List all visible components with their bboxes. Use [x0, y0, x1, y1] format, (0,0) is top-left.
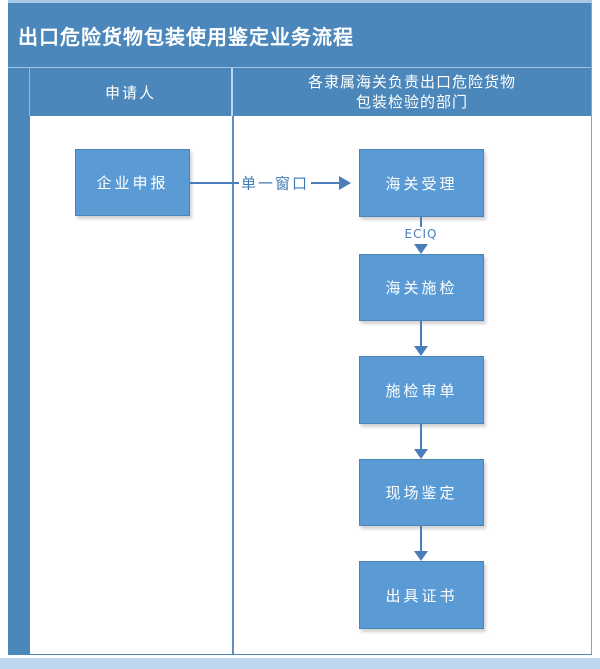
node-enterprise-declaration-label: 企业申报	[96, 174, 169, 192]
title-bar: 出口危险货物包装使用鉴定业务流程	[8, 3, 591, 68]
customs-header-line1: 各隶属海关负责出口危险货物	[307, 73, 516, 91]
down-arrowhead-icon	[414, 346, 428, 356]
node-issue-certificate-label: 出具证书	[385, 586, 458, 605]
swimlane-header-row: 申请人 各隶属海关负责出口危险货物 包装检验的部门	[8, 68, 591, 116]
flowchart-table: 出口危险货物包装使用鉴定业务流程 申请人 各隶属海关负责出口危险货物 包装检验的…	[8, 3, 592, 655]
down-arrowhead-icon	[414, 244, 428, 254]
page-title: 出口危险货物包装使用鉴定业务流程	[18, 24, 354, 49]
column-divider-line	[232, 116, 234, 654]
flowchart-body: 企业申报 单一窗口 海关受理 海关施检 施检审单 现场鉴定 出具证书 ECIQ	[8, 116, 591, 654]
customs-column-header: 各隶属海关负责出口危险货物 包装检验的部门	[233, 68, 591, 116]
bottom-pale-strip	[0, 658, 600, 669]
connector-line-acceptance-to-inspection	[420, 217, 422, 228]
down-arrowhead-icon	[414, 449, 428, 459]
node-inspection-document-review-label: 施检审单	[385, 381, 458, 400]
node-onsite-identification-label: 现场鉴定	[385, 484, 458, 502]
left-stripe	[8, 116, 30, 654]
single-window-label: 单一窗口	[238, 172, 312, 194]
applicant-column-header: 申请人	[30, 68, 233, 116]
connector-line-onsite-to-certificate	[420, 526, 422, 551]
node-enterprise-declaration: 企业申报	[75, 149, 190, 216]
down-arrowhead-icon	[414, 551, 428, 561]
stripe-header-cell	[8, 68, 30, 116]
applicant-header-label: 申请人	[104, 83, 156, 102]
node-customs-acceptance-label: 海关受理	[385, 174, 458, 193]
node-customs-acceptance: 海关受理	[359, 149, 484, 217]
node-issue-certificate: 出具证书	[359, 561, 484, 629]
node-customs-inspection-label: 海关施检	[385, 279, 458, 297]
node-inspection-document-review: 施检审单	[359, 356, 484, 424]
connector-line-review-to-onsite	[420, 424, 422, 449]
right-arrowhead-icon	[339, 176, 351, 190]
top-highlight-line	[8, 0, 592, 3]
node-customs-inspection: 海关施检	[359, 254, 484, 321]
eciq-label: ECIQ	[402, 227, 440, 241]
node-onsite-identification: 现场鉴定	[359, 459, 484, 526]
connector-line-inspection-to-review	[420, 321, 422, 346]
customs-header-line2: 包装检验的部门	[355, 93, 468, 111]
